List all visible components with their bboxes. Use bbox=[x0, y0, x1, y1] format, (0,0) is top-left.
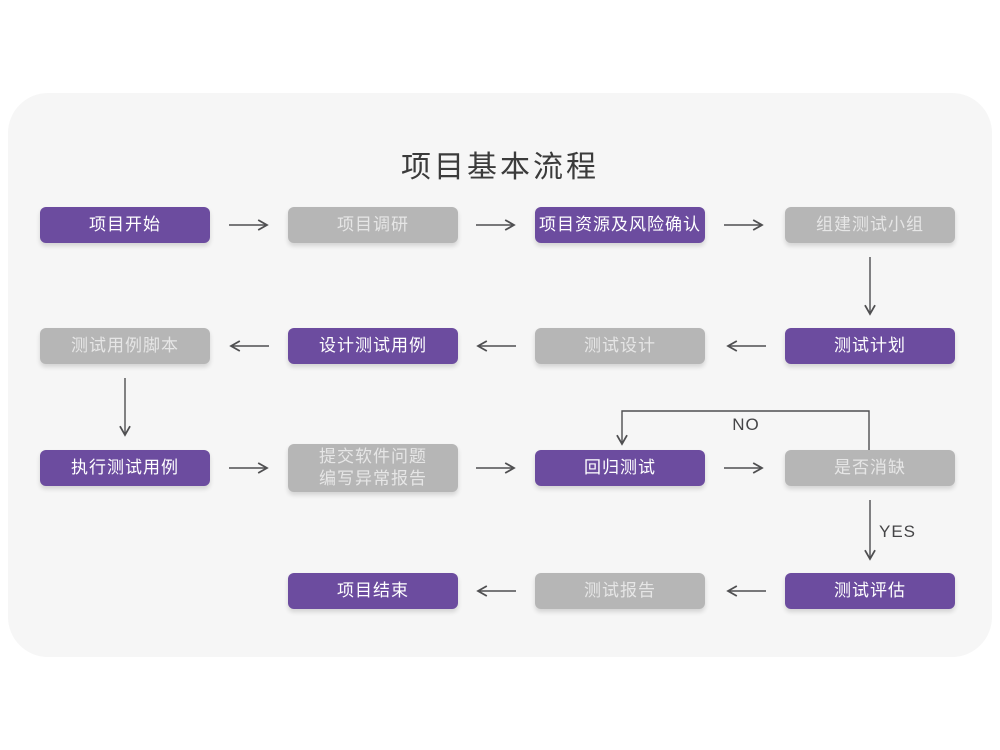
node-project-end: 项目结束 bbox=[288, 573, 458, 609]
node-test-evaluation: 测试评估 bbox=[785, 573, 955, 609]
node-test-plan: 测试计划 bbox=[785, 328, 955, 364]
flowchart-card-background bbox=[8, 93, 992, 657]
node-regression-test: 回归测试 bbox=[535, 450, 705, 486]
branch-label-yes: YES bbox=[879, 522, 917, 541]
node-test-case-script: 测试用例脚本 bbox=[40, 328, 210, 364]
node-design-test-cases: 设计测试用例 bbox=[288, 328, 458, 364]
node-resource-risk-confirm: 项目资源及风险确认 bbox=[535, 207, 705, 243]
node-test-report: 测试报告 bbox=[535, 573, 705, 609]
node-build-test-team: 组建测试小组 bbox=[785, 207, 955, 243]
node-project-research: 项目调研 bbox=[288, 207, 458, 243]
branch-label-no: NO bbox=[732, 415, 760, 434]
node-submit-issue-report: 提交软件问题 编写异常报告 bbox=[288, 444, 458, 492]
node-test-design: 测试设计 bbox=[535, 328, 705, 364]
node-execute-test-cases: 执行测试用例 bbox=[40, 450, 210, 486]
node-project-start: 项目开始 bbox=[40, 207, 210, 243]
page-title: 项目基本流程 bbox=[401, 151, 599, 184]
node-defect-resolved: 是否消缺 bbox=[785, 450, 955, 486]
